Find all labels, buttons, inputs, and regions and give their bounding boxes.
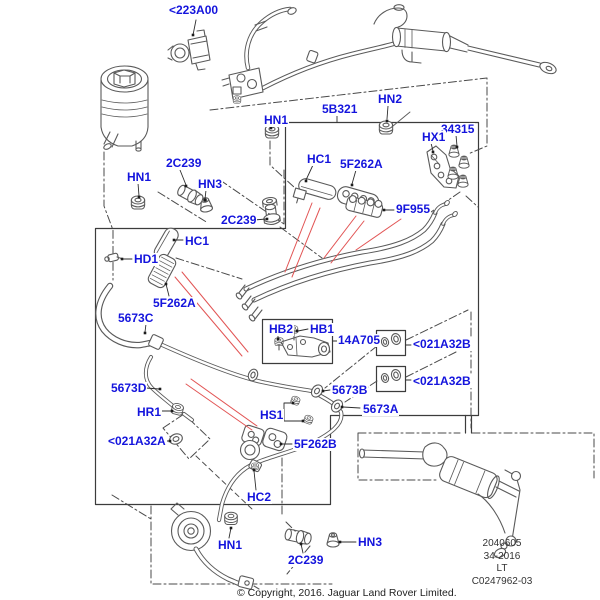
callout-2C239-mid[interactable]: 2C239 xyxy=(220,213,258,227)
stamp-line-3: LT xyxy=(496,563,508,574)
copyright-notice: © Copyright, 2016. Jaguar Land Rover Lim… xyxy=(237,587,457,599)
clamp-hc1-top xyxy=(292,178,337,204)
clip-9f955 xyxy=(345,195,384,218)
grommet-34315 xyxy=(457,174,469,188)
callout-9F955[interactable]: 9F955 xyxy=(395,202,432,216)
grommet-34315 xyxy=(458,155,470,169)
crimp-fitting xyxy=(148,334,164,350)
callout-5F262A-top[interactable]: 5F262A xyxy=(339,157,384,171)
callout-5B321[interactable]: 5B321 xyxy=(321,102,359,116)
insulator-5f262a-mid xyxy=(147,253,177,289)
callout-HR1[interactable]: HR1 xyxy=(136,405,163,419)
red-leaders xyxy=(174,202,402,431)
bundle-fittings xyxy=(235,284,263,382)
callout-HS1[interactable]: HS1 xyxy=(259,408,285,422)
drawing-stamp: 2040605 34-2016 LT C0247962-03 xyxy=(452,538,552,588)
callout-HN3-top[interactable]: HN3 xyxy=(197,177,224,191)
nut-hn1-bottom xyxy=(224,511,238,526)
callout-5F262A-mid[interactable]: 5F262A xyxy=(152,296,197,310)
callout-2C239-left[interactable]: 2C239 xyxy=(165,156,203,170)
nut-hr1 xyxy=(170,401,185,417)
callout-HN1-left[interactable]: HN1 xyxy=(126,170,153,184)
callout-34315[interactable]: 34315 xyxy=(440,122,476,136)
union-5673b xyxy=(310,384,324,398)
grommet-021a32a xyxy=(169,433,183,445)
bearing xyxy=(170,502,260,590)
steering-gear-top xyxy=(221,4,557,104)
callout-HN1-bottom[interactable]: HN1 xyxy=(217,538,244,552)
seal-kit-1 xyxy=(380,333,402,347)
frame-boxes xyxy=(94,121,480,506)
seal-kit-2 xyxy=(380,369,402,383)
pipe-bundle xyxy=(243,199,458,303)
stamp-line-4: C0247962-03 xyxy=(471,575,533,587)
fitting-2c239-left xyxy=(177,184,204,206)
fitting-2c239-bottom xyxy=(284,528,312,545)
fitting-2c239-mid xyxy=(261,196,281,226)
steering-gear-bottom xyxy=(358,442,522,559)
clamp-hc2 xyxy=(239,439,263,473)
reservoir xyxy=(100,65,149,152)
phantom-lines xyxy=(103,77,595,585)
callout-14A705[interactable]: 14A705 xyxy=(337,333,382,347)
callout-HC1-mid[interactable]: HC1 xyxy=(184,234,211,248)
stamp-line-2: 34-2016 xyxy=(483,550,521,562)
callout-HB2[interactable]: HB2 xyxy=(268,322,295,336)
callout-HC1-top[interactable]: HC1 xyxy=(306,152,333,166)
callout-5F262B[interactable]: 5F262B xyxy=(293,437,338,451)
callout-5673D[interactable]: 5673D xyxy=(110,381,148,395)
callout-HC2[interactable]: HC2 xyxy=(246,490,273,504)
callout-021A32A[interactable]: <021A32A xyxy=(107,434,167,448)
union-5673a xyxy=(330,399,344,413)
callout-5673B[interactable]: 5673B xyxy=(331,383,369,397)
bolt-hs1-b xyxy=(302,413,315,426)
callout-021A32B-1[interactable]: <021A32B xyxy=(412,337,472,351)
callout-223A00[interactable]: <223A00 xyxy=(168,3,220,17)
callout-5673A[interactable]: 5673A xyxy=(362,402,400,416)
callout-HB1[interactable]: HB1 xyxy=(309,322,336,336)
nut-hn2 xyxy=(378,120,394,135)
bolt-hb2 xyxy=(274,337,284,351)
callout-HN1-top[interactable]: HN1 xyxy=(263,113,290,127)
clip-hd1 xyxy=(104,252,124,263)
stamp-line-1: 2040605 xyxy=(482,538,522,549)
leader-dots xyxy=(120,33,459,546)
callout-5673C[interactable]: 5673C xyxy=(117,311,155,325)
callout-HD1[interactable]: HD1 xyxy=(133,252,160,266)
callout-HN2[interactable]: HN2 xyxy=(377,92,404,106)
callout-2C239-bottom[interactable]: 2C239 xyxy=(287,553,325,567)
bracket-14a705 xyxy=(280,335,331,358)
olive-hn3-bottom xyxy=(326,532,340,548)
cap-part xyxy=(167,29,211,71)
callout-HX1[interactable]: HX1 xyxy=(421,130,447,144)
callout-021A32B-2[interactable]: <021A32B xyxy=(412,374,472,388)
callout-HN3-bottom[interactable]: HN3 xyxy=(357,535,384,549)
